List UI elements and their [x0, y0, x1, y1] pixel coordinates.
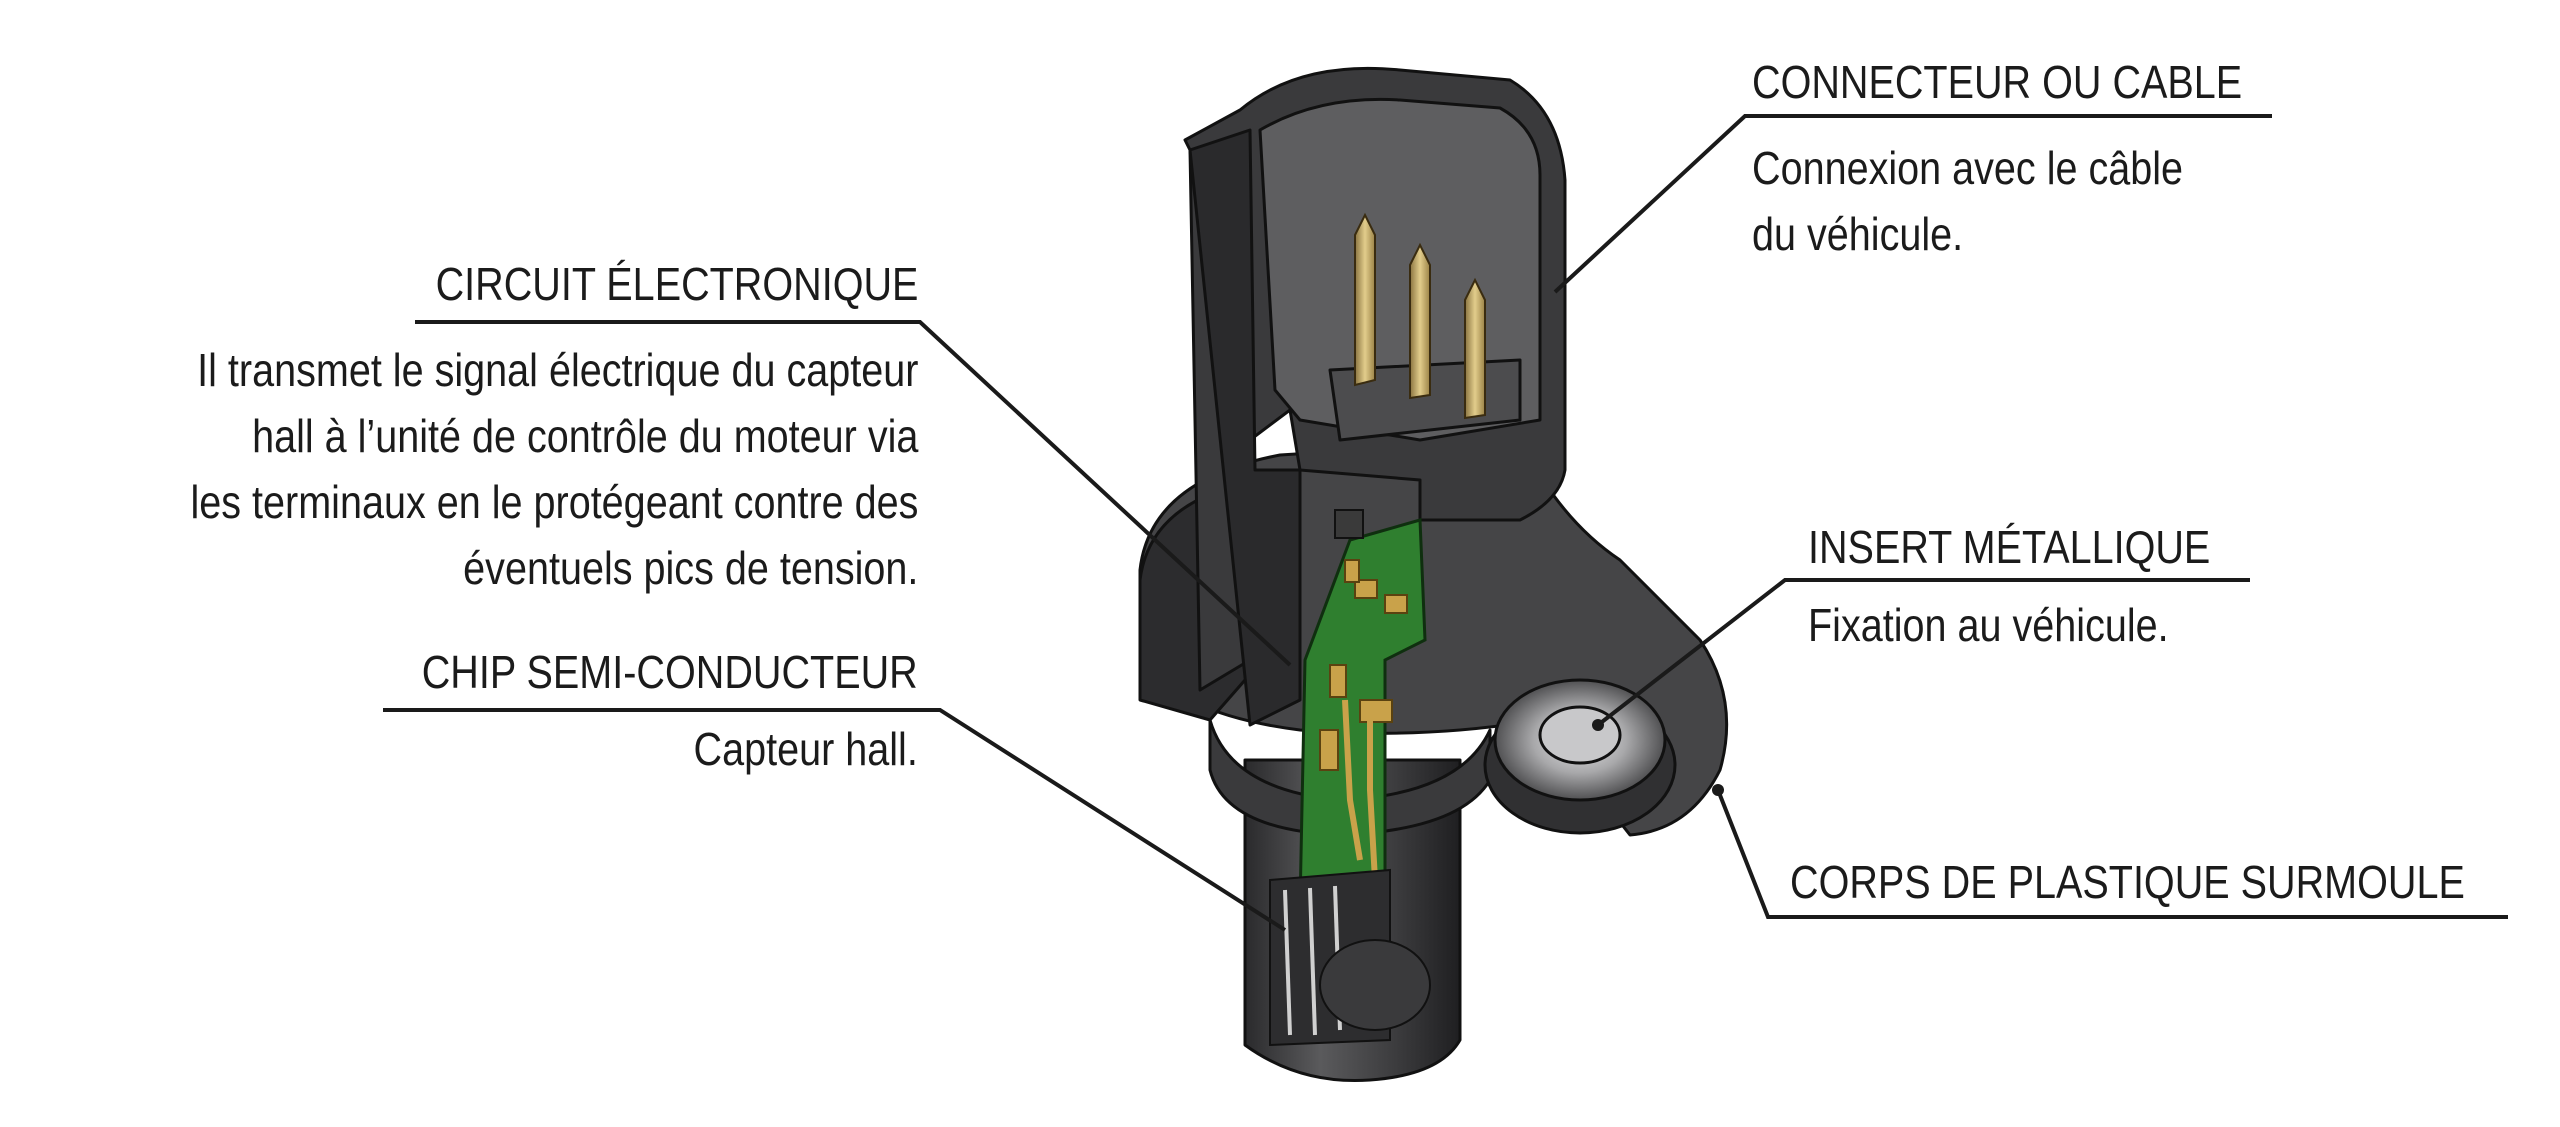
pcb-pad [1329, 664, 1347, 698]
pin [1464, 277, 1486, 420]
chip-title: CHIP SEMI-CONDUCTEUR [422, 646, 918, 698]
pcb-trace [1342, 699, 1363, 861]
pcb-trace [1367, 720, 1378, 881]
sensor-body [1138, 66, 1729, 1083]
circuit-line: les terminaux en le protégeant contre de… [190, 476, 918, 528]
pin [1354, 212, 1376, 387]
insert-line: Fixation au véhicule. [1808, 599, 2169, 651]
pcb-component [1344, 559, 1360, 583]
circuit-board [1298, 509, 1427, 917]
circuit-line: Il transmet le signal électrique du capt… [196, 344, 919, 396]
chip-description: Capteur hall. [694, 716, 918, 782]
insert-title: INSERT MÉTALLIQUE [1808, 521, 2211, 573]
circuit-line: hall à l’unité de contrôle du moteur via [251, 410, 919, 462]
pcb-pad [1319, 729, 1339, 771]
connecteur-line: Connexion avec le câble [1752, 142, 2184, 194]
leader-corps [1716, 789, 2508, 919]
chip-line: Capteur hall. [693, 723, 918, 775]
leader-insert [1596, 578, 2250, 727]
corps-title: CORPS DE PLASTIQUE SURMOULE [1790, 856, 2465, 908]
pcb-pad [1359, 699, 1393, 723]
leader-dot [1592, 719, 1604, 731]
hall-sensor [1319, 939, 1431, 1031]
cutaway-wall [1188, 128, 1302, 727]
chip-lead [1308, 887, 1317, 1036]
connecteur-description: Connexion avec le câble du véhicule. [1752, 135, 2183, 267]
connecteur-line: du véhicule. [1752, 208, 1964, 260]
leader-dot [1712, 784, 1724, 796]
metal-insert [1483, 678, 1677, 835]
leader-connecteur [1553, 114, 2272, 294]
leader-chip [383, 708, 1287, 932]
pcb-cap [1334, 509, 1364, 539]
pcb-pad [1384, 594, 1408, 614]
pcb-pad [1354, 579, 1378, 599]
pin [1409, 242, 1431, 400]
hall-chip [1269, 868, 1431, 1047]
chip-lead [1283, 889, 1292, 1036]
leader-circuit [415, 320, 1292, 667]
leader-lines [383, 114, 2508, 932]
connector-pins [1354, 212, 1486, 420]
circuit-title: CIRCUIT ÉLECTRONIQUE [435, 258, 918, 310]
circuit-description: Il transmet le signal électrique du capt… [190, 337, 918, 601]
circuit-line: éventuels pics de tension. [462, 542, 918, 594]
connecteur-title: CONNECTEUR OU CABLE [1752, 56, 2243, 108]
insert-description: Fixation au véhicule. [1808, 592, 2169, 658]
